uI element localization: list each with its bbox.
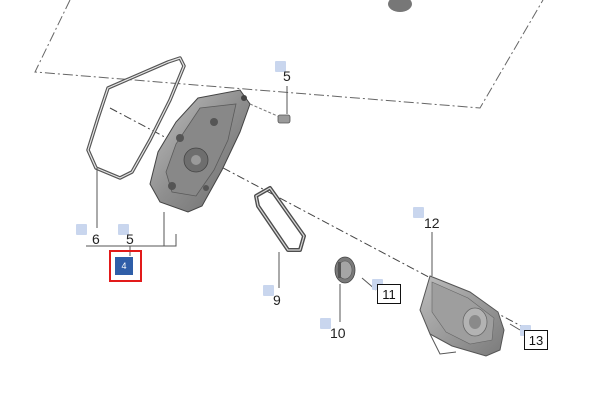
gasket-part <box>86 56 186 180</box>
housing-cover-part <box>149 89 251 213</box>
callout-11-box[interactable]: 11 <box>377 284 401 304</box>
engine-shaft-detail <box>388 0 412 12</box>
callout-12[interactable]: 12 <box>424 215 440 231</box>
callout-marker-12[interactable] <box>413 207 424 218</box>
callout-marker-10[interactable] <box>320 318 331 329</box>
bolt-part <box>249 103 291 124</box>
callout-marker-5-bottom[interactable] <box>118 224 129 235</box>
pulley-gear-part <box>334 256 356 284</box>
callout-marker-9[interactable] <box>263 285 274 296</box>
callout-6[interactable]: 6 <box>92 231 100 247</box>
leader-lines <box>86 86 521 331</box>
callout-10[interactable]: 10 <box>330 325 346 341</box>
callout-5-bottom[interactable]: 5 <box>126 231 134 247</box>
pump-body-part <box>419 275 505 357</box>
callout-9[interactable]: 9 <box>273 292 281 308</box>
drive-belt-part <box>254 186 306 252</box>
engine-outline <box>34 0 544 109</box>
callout-4-selected[interactable]: 4 <box>114 256 134 276</box>
callout-marker-5-top[interactable] <box>275 61 286 72</box>
callout-marker-6[interactable] <box>76 224 87 235</box>
callout-5-top[interactable]: 5 <box>283 68 291 84</box>
callout-13-box[interactable]: 13 <box>524 330 548 350</box>
